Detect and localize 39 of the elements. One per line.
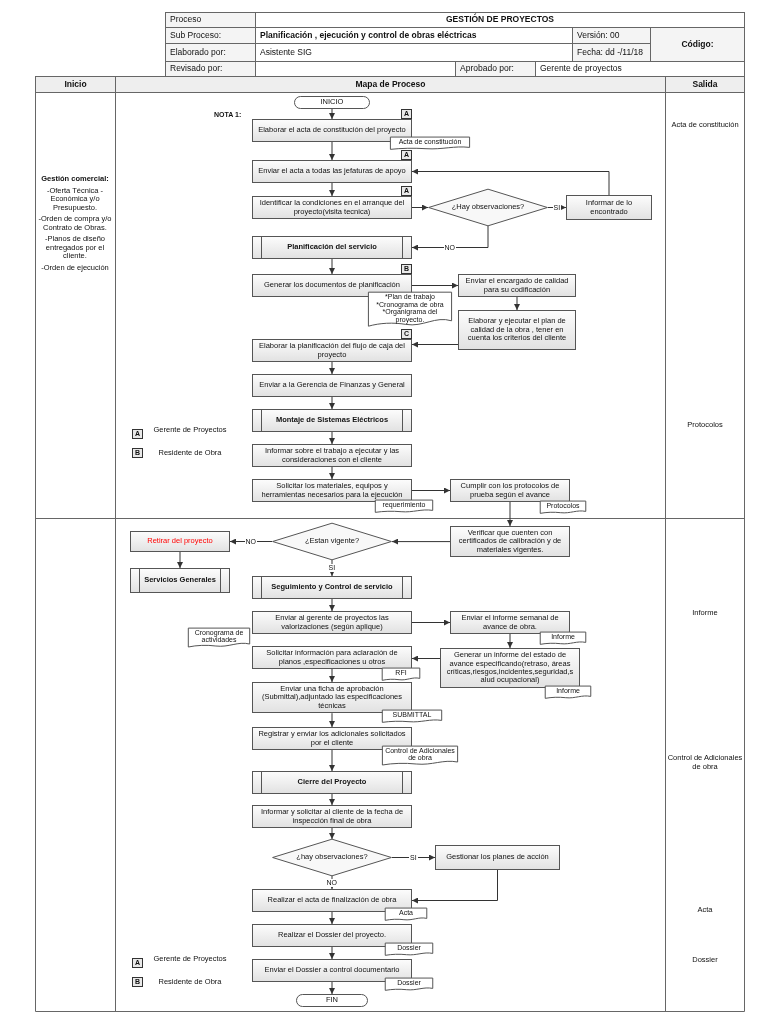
- arrow: [507, 501, 513, 527]
- arrow: [329, 598, 335, 612]
- arrow: [329, 431, 335, 445]
- arrow: [177, 551, 183, 569]
- arrow: [329, 668, 335, 683]
- arrow: [329, 712, 335, 728]
- arrow: [411, 225, 489, 251]
- column-header: Salida: [665, 76, 745, 93]
- arrow: [329, 466, 335, 480]
- arrow: [514, 296, 520, 311]
- arrow: [411, 341, 459, 348]
- form-label: Aprobado por:: [455, 61, 536, 77]
- arrow: [411, 655, 441, 662]
- form-label: Proceso: [165, 12, 256, 28]
- arrow: [329, 141, 335, 161]
- form-value: GESTIÓN DE PROYECTOS: [255, 12, 745, 28]
- arrow: [329, 827, 335, 840]
- arrow: [329, 981, 335, 995]
- arrow: [411, 869, 498, 904]
- form-label: Revisado por:: [165, 61, 256, 77]
- arrow: [411, 619, 451, 626]
- column-header: Inicio: [35, 76, 116, 93]
- column-header: Mapa de Proceso: [115, 76, 666, 93]
- arrow: [391, 538, 451, 545]
- arrow: [329, 182, 335, 197]
- arrow: [507, 633, 513, 649]
- arrow: [411, 282, 459, 289]
- arrow: [411, 168, 610, 196]
- arrow: [329, 361, 335, 375]
- form-label: Código:: [650, 27, 745, 62]
- arrow: [329, 258, 335, 275]
- arrow: [329, 396, 335, 410]
- arrow: [329, 108, 335, 120]
- arrow: [329, 749, 335, 772]
- arrow: [329, 911, 335, 925]
- arrow: [329, 793, 335, 806]
- arrow: [411, 487, 451, 494]
- arrow: [329, 946, 335, 960]
- arrow: [411, 204, 429, 211]
